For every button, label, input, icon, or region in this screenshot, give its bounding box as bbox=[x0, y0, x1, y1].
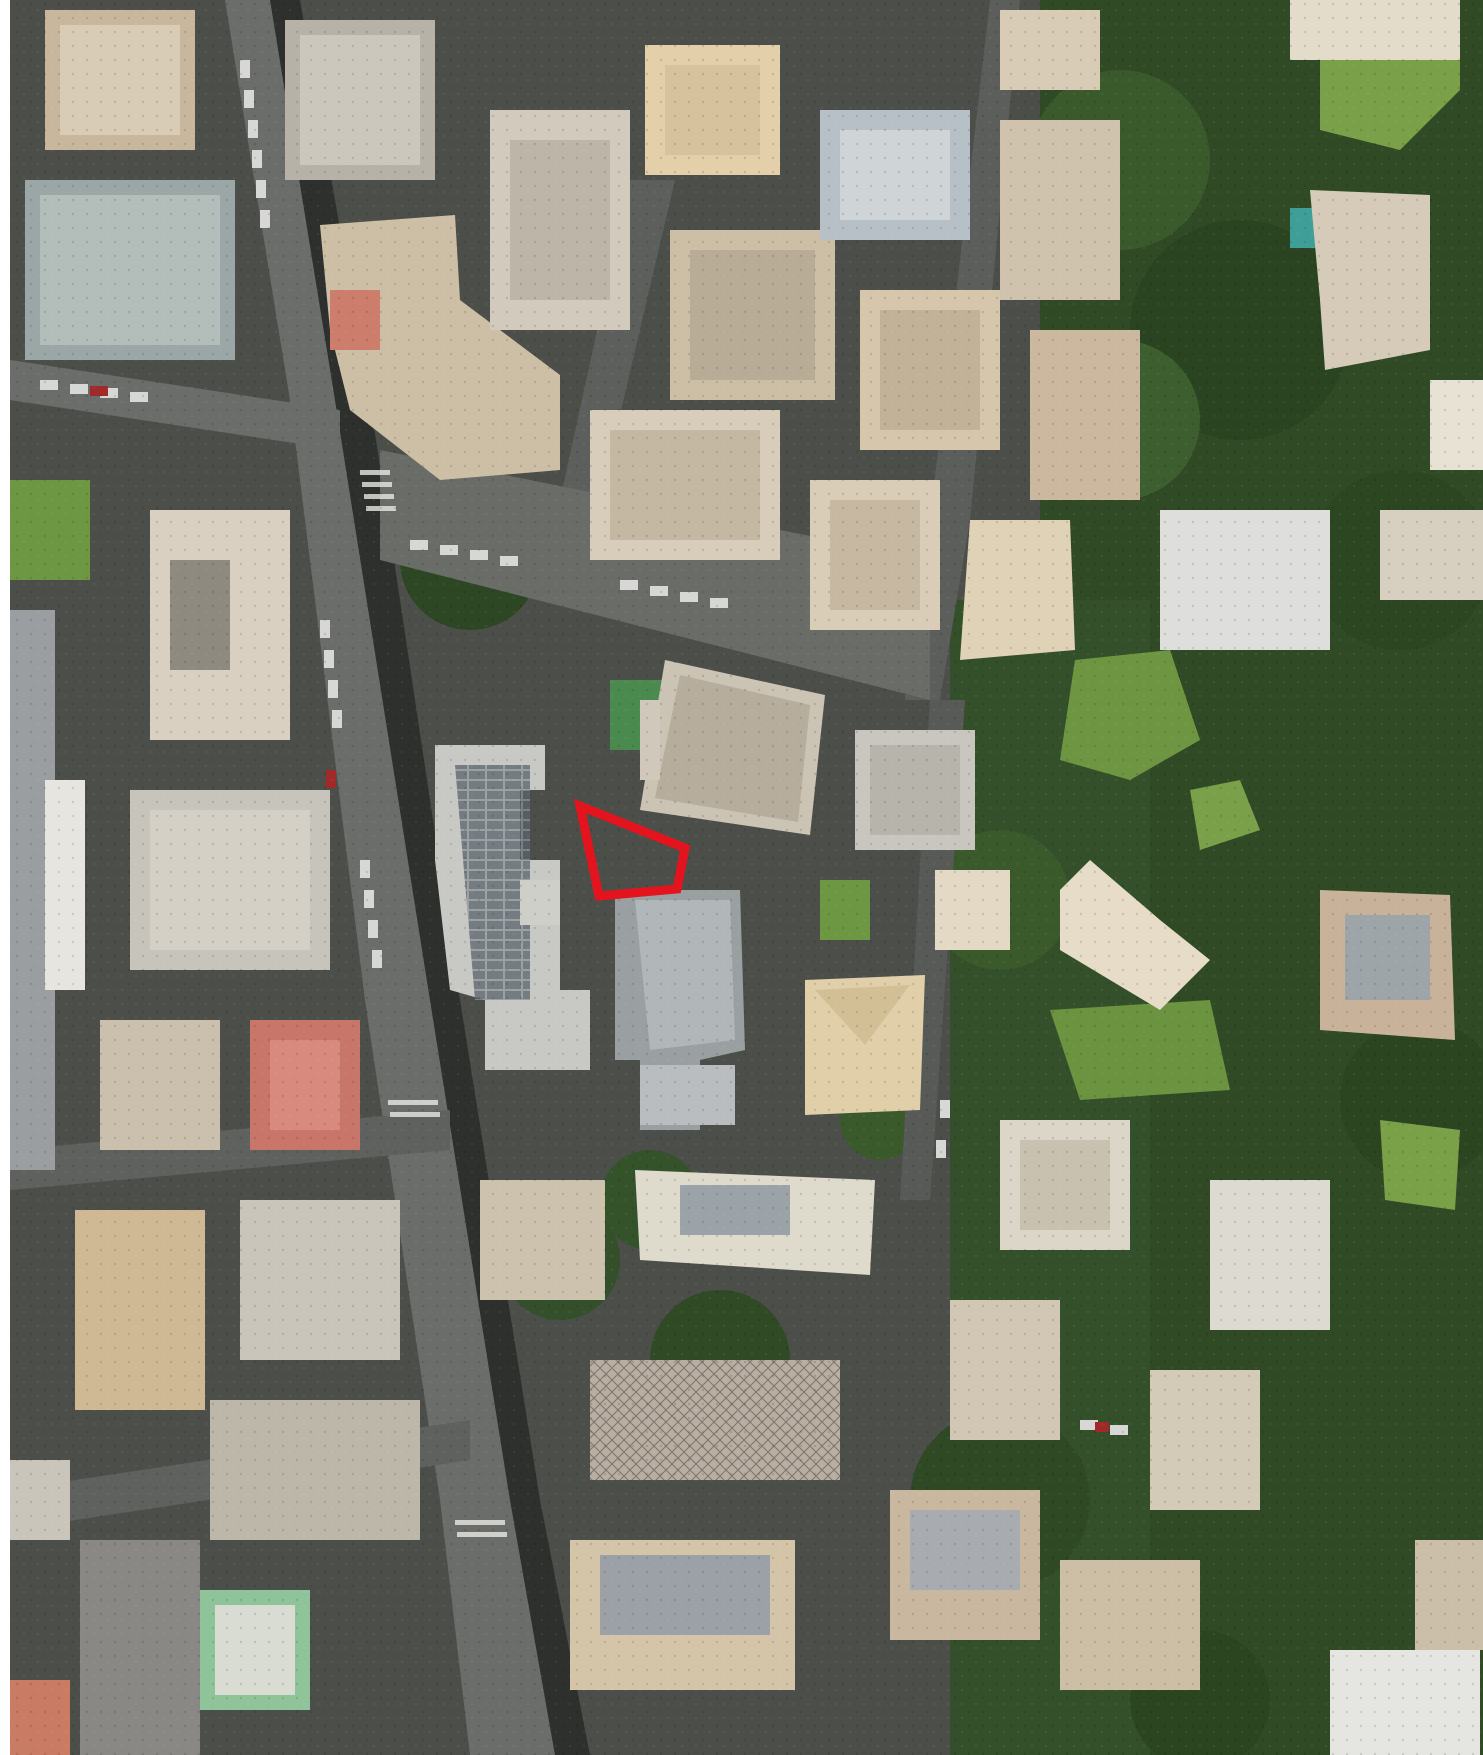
site-marker-outline[interactable] bbox=[573, 798, 691, 901]
surface-texture bbox=[10, 0, 1483, 1755]
page-margin bbox=[0, 0, 10, 1755]
